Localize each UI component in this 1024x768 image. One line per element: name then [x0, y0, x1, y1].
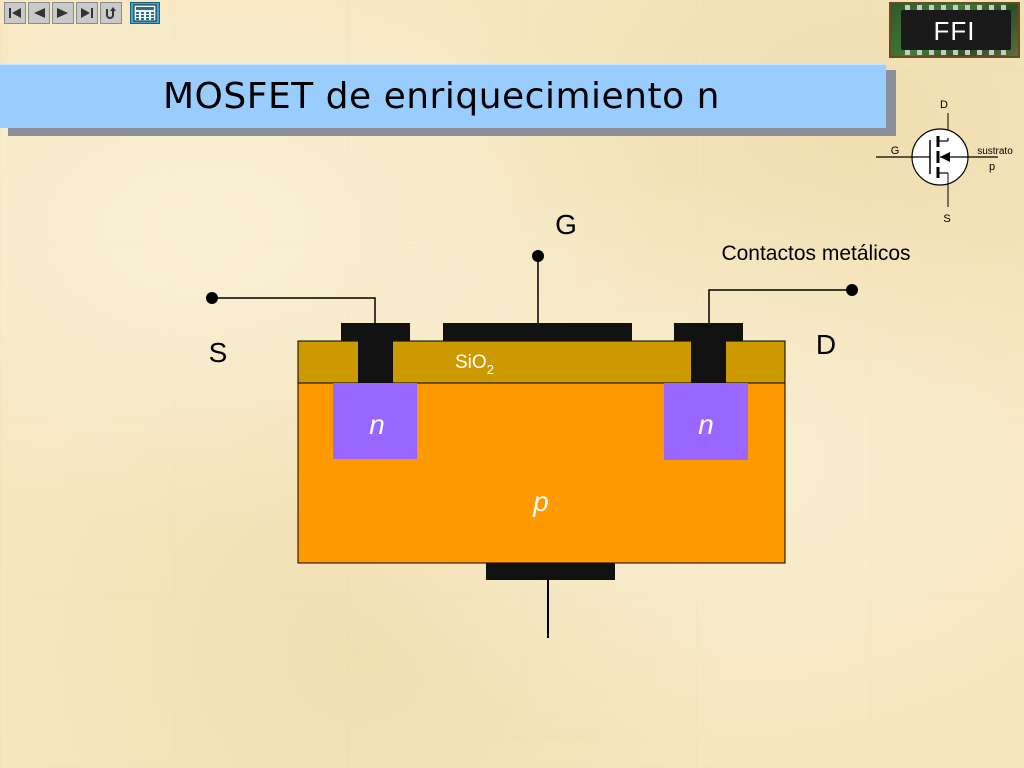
drain-contact-cap [674, 323, 743, 341]
oxide-label-sub: 2 [487, 362, 494, 377]
skip-to-start-icon [9, 8, 21, 18]
symbol-drain-label: D [940, 99, 948, 111]
slide-title: MOSFET de enriquecimiento n [163, 76, 720, 117]
skip-to-end-icon [81, 8, 93, 18]
p-substrate-label: p [532, 486, 549, 517]
source-contact-plug [358, 341, 393, 383]
title-banner: MOSFET de enriquecimiento n [0, 64, 886, 128]
triangle-right-icon [57, 8, 68, 18]
oxide-label-main: SiO [455, 352, 487, 373]
logo-text: FFI [933, 16, 976, 46]
drain-contact-plug [691, 341, 726, 383]
first-slide-button[interactable] [4, 2, 26, 24]
mosfet-symbol: D G sustrato p S [876, 99, 1013, 225]
oxide-label: SiO2 [455, 352, 494, 377]
gate-label: G [555, 209, 577, 240]
calculator-icon [133, 4, 157, 22]
triangle-left-icon [34, 8, 45, 18]
gate-electrode [443, 323, 632, 341]
chip-pins-top [905, 5, 1009, 10]
symbol-substrate-arrow [940, 152, 950, 162]
substrate-contact [486, 563, 615, 580]
next-slide-button[interactable] [52, 2, 74, 24]
n-region-source [333, 383, 417, 459]
chip-body [901, 10, 1011, 50]
n-region-source-label: n [369, 409, 385, 440]
calculator-button[interactable] [130, 2, 160, 24]
footer-credit: Presentación por el Dr. Julius Heyn [426, 732, 598, 744]
source-wire [212, 297, 376, 323]
slide-navigation [4, 2, 160, 24]
return-arrow-icon [106, 7, 116, 19]
symbol-substrate-label-1: sustrato [977, 146, 1013, 157]
contacts-label: Contactos metálicos [721, 242, 910, 265]
n-region-drain [664, 383, 748, 460]
drain-label: D [816, 329, 836, 360]
chip-pins-bottom [905, 50, 1009, 55]
return-button[interactable] [100, 2, 122, 24]
n-region-drain-label: n [698, 409, 714, 440]
source-label: S [209, 337, 228, 368]
last-slide-button[interactable] [76, 2, 98, 24]
drain-wire [708, 289, 852, 323]
source-contact-cap [341, 323, 410, 341]
symbol-gate-label: G [891, 145, 900, 157]
symbol-substrate-label-2: p [989, 161, 995, 173]
symbol-source-label: S [943, 213, 950, 225]
ffi-logo: FFI [889, 2, 1020, 58]
previous-slide-button[interactable] [28, 2, 50, 24]
